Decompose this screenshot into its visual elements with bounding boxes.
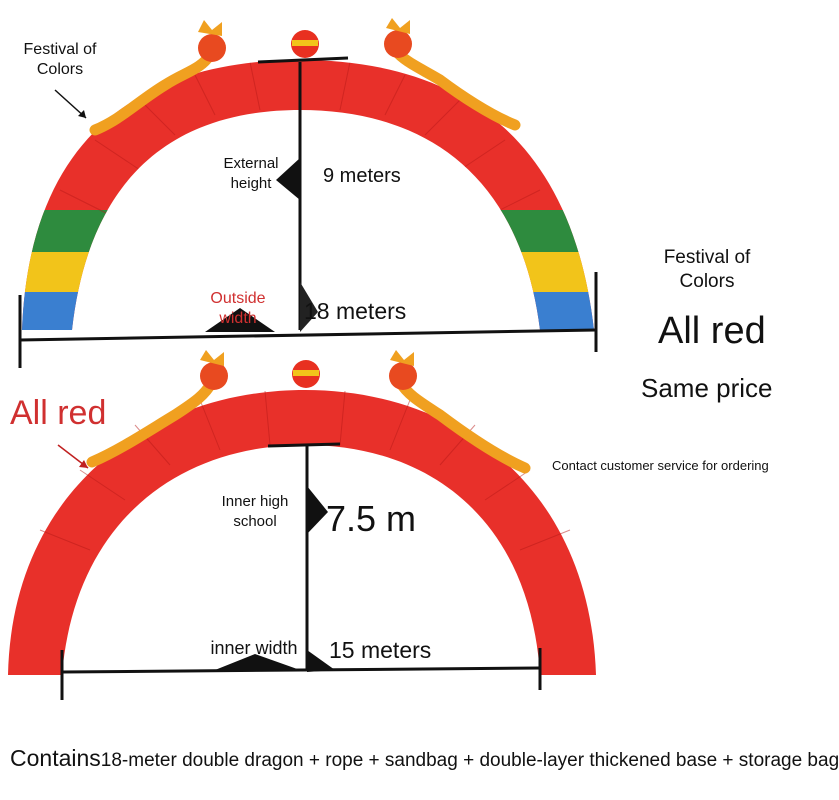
- dragon-right-bottom-icon: [389, 350, 531, 474]
- sidebar-headline: All red: [658, 310, 766, 352]
- dragon-left-bottom-icon: [86, 350, 228, 468]
- inner-width-label: inner width: [210, 638, 298, 658]
- contact-note: Contact customer service for ordering: [552, 458, 769, 473]
- bottom-dimension-lines: [60, 442, 542, 700]
- inner-width-value: 15 meters: [329, 637, 432, 663]
- dragon-left-icon: [89, 20, 226, 136]
- external-height-value: 9 meters: [323, 165, 401, 187]
- contains-label: Contains: [10, 745, 101, 771]
- sidebar-title: Festival of Colors: [663, 247, 751, 292]
- inner-height-value: 7.5 m: [326, 498, 417, 539]
- top-arch-annotation: Festival of Colors: [23, 41, 97, 78]
- footer-contents: Contains18-meter double dragon + rope + …: [10, 745, 839, 777]
- external-height-label: External height: [223, 155, 279, 192]
- product-illustration: [8, 18, 598, 700]
- dragon-right-icon: [384, 18, 521, 131]
- bottom-arch-annotation: All red: [10, 394, 107, 432]
- bottom-arch: [8, 350, 596, 675]
- inner-height-label: Inner high school: [221, 493, 289, 530]
- outside-width-value: 18 meters: [304, 298, 407, 324]
- sidebar-subline: Same price: [641, 373, 773, 403]
- outside-width-label: Outside width: [210, 290, 266, 327]
- contents-text: 18-meter double dragon + rope + sandbag …: [100, 750, 839, 771]
